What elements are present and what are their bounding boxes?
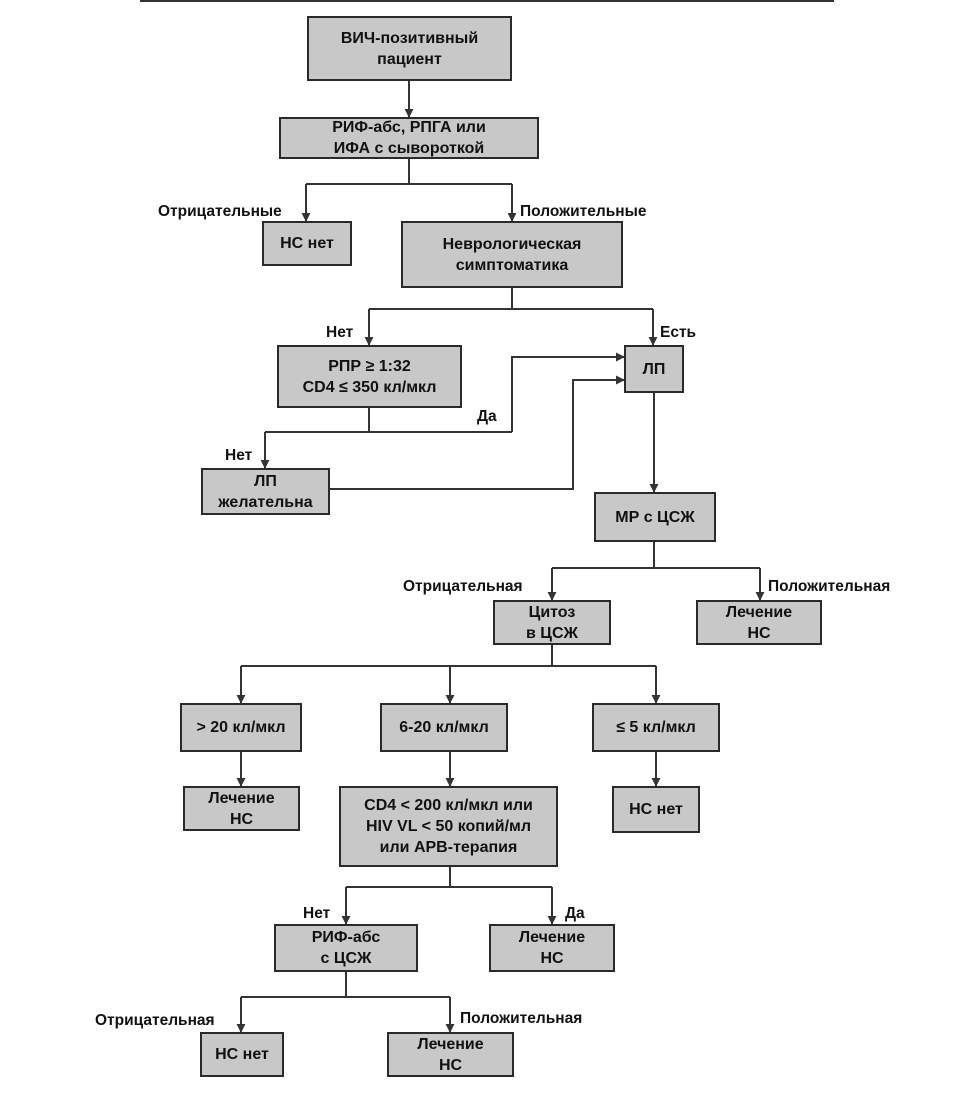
box-ns-none-3: НС нет xyxy=(200,1032,284,1077)
label-yes-1: Да xyxy=(477,408,497,425)
label-negative-plural: Отрицательные xyxy=(158,203,282,220)
box-mr-csf: МР с ЦСЖ xyxy=(594,492,716,542)
box-rif-csf: РИФ-абс с ЦСЖ xyxy=(274,924,418,972)
box-ns-none-1: НС нет xyxy=(262,221,352,266)
label-positive-plural: Положительные xyxy=(520,203,647,220)
label-negative-1: Отрицательная xyxy=(403,578,523,595)
box-6-20: 6-20 кл/мкл xyxy=(380,703,508,752)
box-cd4-condition: CD4 < 200 кл/мкл или HIV VL < 50 копий/м… xyxy=(339,786,558,867)
box-le5: ≤ 5 кл/мкл xyxy=(592,703,720,752)
box-treat-ns-4: Лечение НС xyxy=(387,1032,514,1077)
box-neuro-symptoms: Неврологическая симптоматика xyxy=(401,221,623,288)
box-treat-ns-1: Лечение НС xyxy=(696,600,822,645)
arrow-lp-desirable-to-lp xyxy=(330,375,625,490)
label-no-2: Нет xyxy=(225,447,253,464)
box-rpr-cd4: РПР ≥ 1:32 CD4 ≤ 350 кл/мкл xyxy=(277,345,462,408)
label-no-1: Нет xyxy=(326,324,354,341)
label-positive-2: Положительная xyxy=(460,1010,583,1027)
box-serum-test: РИФ-абс, РПГА или ИФА с сывороткой xyxy=(279,117,539,159)
box-treat-ns-3: Лечение НС xyxy=(489,924,615,972)
label-has: Есть xyxy=(660,324,697,341)
label-no-3: Нет xyxy=(303,905,331,922)
box-treat-ns-2: Лечение НС xyxy=(183,786,300,831)
box-cytosis: Цитоз в ЦСЖ xyxy=(493,600,611,645)
box-ns-none-2: НС нет xyxy=(612,786,700,833)
box-gt20: > 20 кл/мкл xyxy=(180,703,302,752)
box-lp-desirable: ЛП желательна xyxy=(201,468,330,515)
label-negative-2: Отрицательная xyxy=(95,1012,215,1029)
label-positive-1: Положительная xyxy=(768,578,891,595)
box-hiv-patient: ВИЧ-позитивный пациент xyxy=(307,16,512,81)
arrow-rpr-yes-to-lp xyxy=(511,352,625,432)
box-lp: ЛП xyxy=(624,345,684,393)
label-yes-2: Да xyxy=(565,905,585,922)
